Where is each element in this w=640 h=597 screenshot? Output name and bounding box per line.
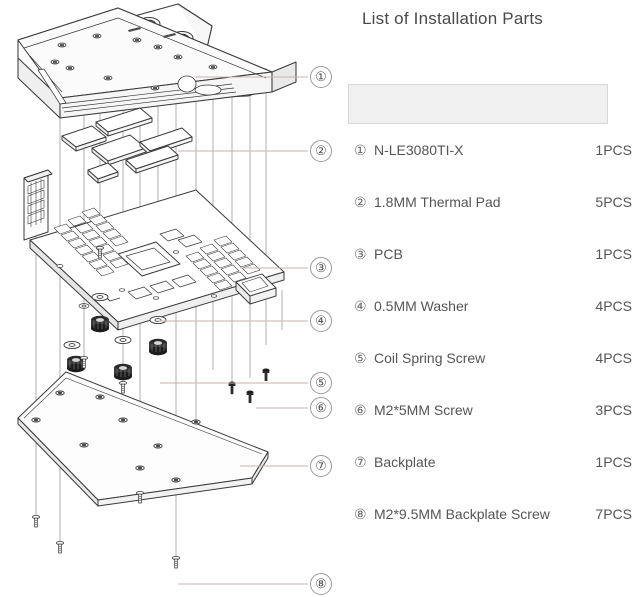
parts-list: ① N-LE3080TI-X 1PCS ② 1.8MM Thermal Pad …: [354, 142, 640, 558]
part-quantity: 4PCS: [595, 298, 632, 314]
list-item: ④ 0.5MM Washer 4PCS: [354, 298, 640, 350]
part-number: ③: [354, 246, 367, 262]
waterblock-part: [17, 3, 297, 119]
part-name: 1.8MM Thermal Pad: [374, 194, 501, 210]
part-quantity: 1PCS: [595, 142, 632, 158]
list-item: ⑥ M2*5MM Screw 3PCS: [354, 402, 640, 454]
leader-lines: [158, 76, 308, 585]
part-number: ⑦: [354, 454, 367, 470]
callout-7[interactable]: ⑦: [310, 455, 332, 477]
parts-list-title-box: [348, 84, 608, 124]
part-name: Backplate: [374, 454, 436, 470]
list-item: ③ PCB 1PCS: [354, 246, 640, 298]
parts-list-title: List of Installation Parts: [362, 9, 543, 28]
part-quantity: 4PCS: [595, 350, 632, 366]
part-name: PCB: [374, 246, 403, 262]
part-quantity: 3PCS: [595, 402, 632, 418]
callout-1[interactable]: ①: [310, 66, 332, 88]
part-number: ⑥: [354, 402, 367, 418]
list-item: ⑤ Coil Spring Screw 4PCS: [354, 350, 640, 402]
part-quantity: 5PCS: [595, 194, 632, 210]
list-item: ② 1.8MM Thermal Pad 5PCS: [354, 194, 640, 246]
pcb-part: [23, 169, 285, 331]
part-number: ②: [354, 194, 367, 210]
exploded-assembly-diagram: ① ② ③ ④ ⑤ ⑥ ⑦ ⑧: [17, 3, 332, 595]
m2-5mm-screw-parts: [228, 368, 270, 403]
part-quantity: 7PCS: [595, 506, 632, 522]
part-number: ⑤: [354, 350, 367, 366]
parts-list-panel: List of Installation Parts ① N-LE3080TI-…: [348, 0, 640, 597]
part-number: ⑧: [354, 506, 367, 522]
part-name: 0.5MM Washer: [374, 298, 469, 314]
part-name: M2*5MM Screw: [374, 402, 473, 418]
part-quantity: 1PCS: [595, 454, 632, 470]
list-item: ① N-LE3080TI-X 1PCS: [354, 142, 640, 194]
backplate-part: [17, 371, 269, 507]
callout-6[interactable]: ⑥: [310, 397, 332, 419]
callout-3[interactable]: ③: [310, 257, 332, 279]
list-item: ⑦ Backplate 1PCS: [354, 454, 640, 506]
callout-5[interactable]: ⑤: [310, 372, 332, 394]
part-name: N-LE3080TI-X: [374, 142, 464, 158]
part-number: ④: [354, 298, 367, 314]
part-number: ①: [354, 142, 367, 158]
part-name: M2*9.5MM Backplate Screw: [374, 506, 550, 522]
thermal-pad-parts: [61, 107, 193, 184]
part-name: Coil Spring Screw: [374, 350, 486, 366]
list-item: ⑧ M2*9.5MM Backplate Screw 7PCS: [354, 506, 640, 558]
callout-8[interactable]: ⑧: [310, 573, 332, 595]
callout-2[interactable]: ②: [310, 140, 332, 162]
callout-4[interactable]: ④: [310, 310, 332, 332]
part-quantity: 1PCS: [595, 246, 632, 262]
